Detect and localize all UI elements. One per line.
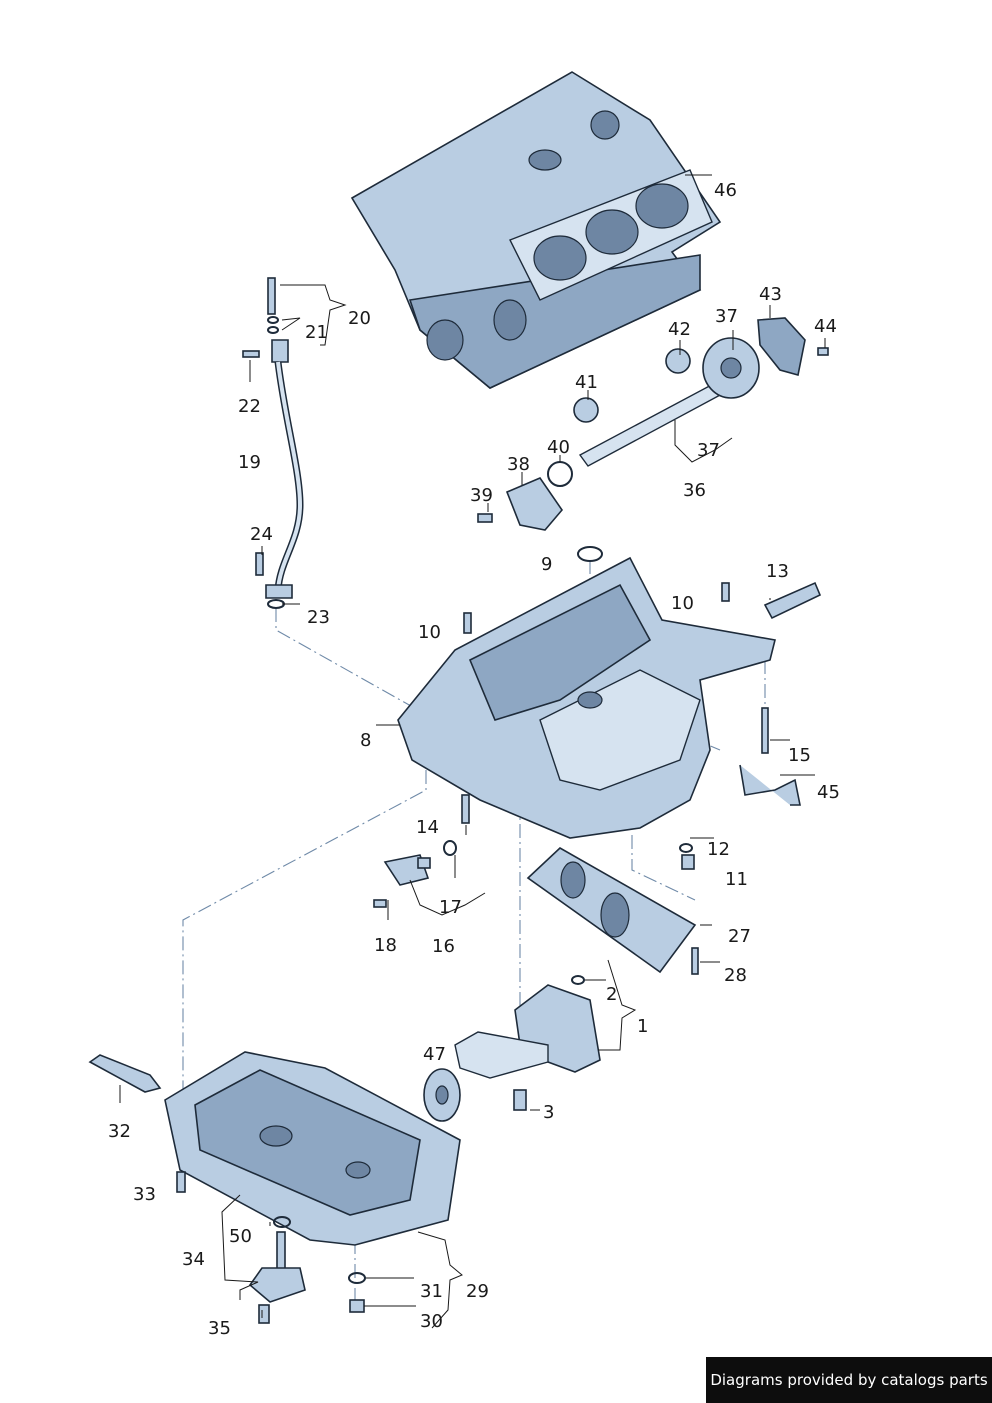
label-37-top: 37	[715, 306, 738, 327]
label-22: 22	[238, 396, 261, 417]
label-8: 8	[360, 730, 371, 751]
label-27: 27	[728, 926, 751, 947]
label-46: 46	[714, 180, 737, 201]
dipstick-guide-tube	[242, 277, 304, 609]
label-39: 39	[470, 485, 493, 506]
label-47: 47	[423, 1044, 446, 1065]
label-40: 40	[547, 437, 570, 458]
label-1: 1	[637, 1016, 648, 1037]
label-10-right: 10	[671, 593, 694, 614]
label-10-left: 10	[418, 622, 441, 643]
label-30: 30	[420, 1311, 443, 1332]
label-21: 21	[305, 322, 328, 343]
label-41: 41	[575, 372, 598, 393]
label-34: 34	[182, 1249, 205, 1270]
label-31: 31	[420, 1281, 443, 1302]
label-50: 50	[229, 1226, 252, 1247]
label-18: 18	[374, 935, 397, 956]
oil-pump	[423, 975, 601, 1122]
label-20: 20	[348, 308, 371, 329]
label-23: 23	[307, 607, 330, 628]
label-3: 3	[543, 1102, 554, 1123]
label-43: 43	[759, 284, 782, 305]
label-19: 19	[238, 452, 261, 473]
label-17: 17	[439, 897, 462, 918]
label-36: 36	[683, 480, 706, 501]
label-42: 42	[668, 319, 691, 340]
label-37-bottom: 37	[697, 440, 720, 461]
label-14: 14	[416, 817, 439, 838]
label-15: 15	[788, 745, 811, 766]
label-2: 2	[606, 984, 617, 1005]
label-44: 44	[814, 316, 837, 337]
label-35: 35	[208, 1318, 231, 1339]
label-9: 9	[541, 554, 552, 575]
label-28: 28	[724, 965, 747, 986]
label-11: 11	[725, 869, 748, 890]
callout-labels: 46 20 21 22 19 24 23 43 44 37 42 41 40 3…	[108, 180, 840, 1339]
label-45: 45	[817, 782, 840, 803]
credit-banner: Diagrams provided by catalogs parts	[706, 1357, 992, 1403]
upper-oil-pan	[397, 546, 822, 870]
leader-lines	[119, 174, 826, 1329]
label-12: 12	[707, 839, 730, 860]
engine-block	[350, 71, 722, 389]
label-13: 13	[766, 561, 789, 582]
baffle-plate	[526, 847, 699, 975]
label-16: 16	[432, 936, 455, 957]
label-32: 32	[108, 1121, 131, 1142]
credit-text: Diagrams provided by catalogs parts	[710, 1371, 988, 1389]
balance-shaft-assembly	[477, 317, 829, 531]
label-33: 33	[133, 1184, 156, 1205]
label-29: 29	[466, 1281, 489, 1302]
oil-level-sensor	[373, 854, 431, 908]
label-24: 24	[250, 524, 273, 545]
label-38: 38	[507, 454, 530, 475]
